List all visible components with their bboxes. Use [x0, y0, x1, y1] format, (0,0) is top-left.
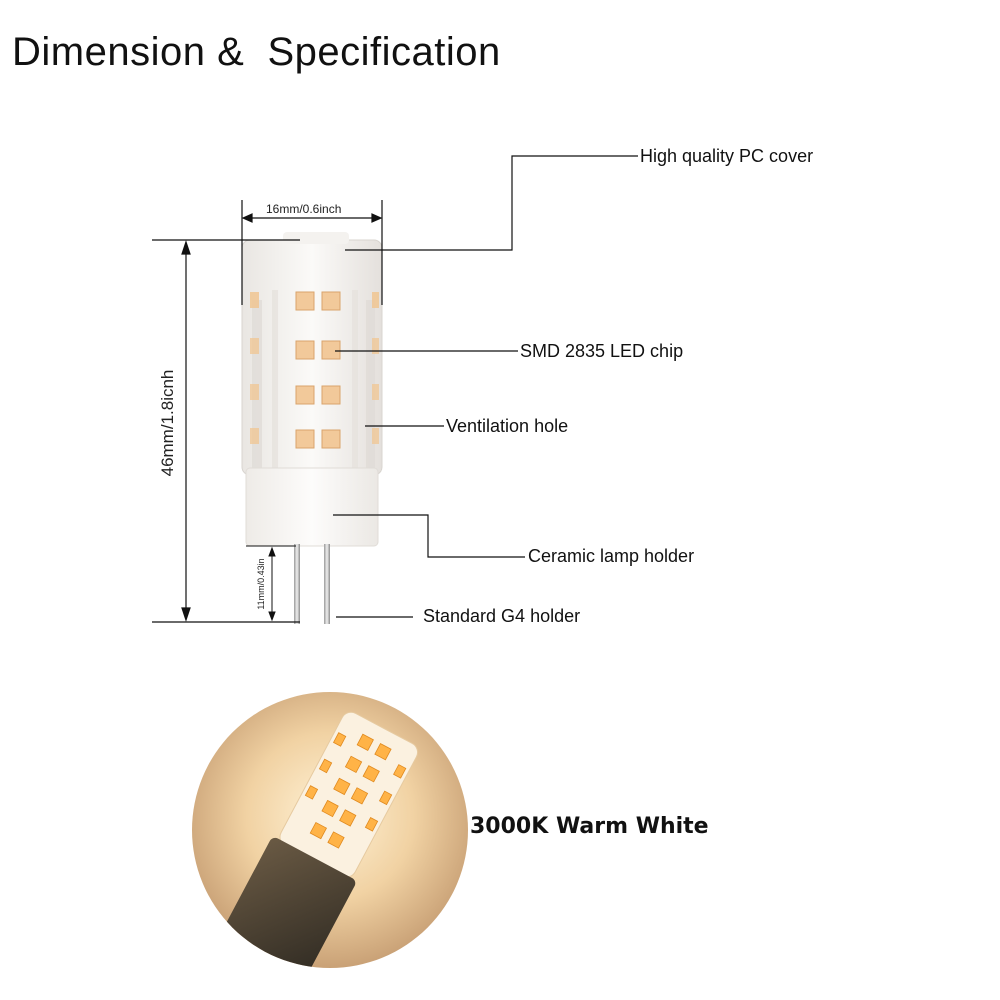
led-chip: [295, 340, 315, 360]
led-chips-front: [295, 291, 341, 449]
photo-led-chips: [304, 732, 407, 849]
g4-pin-left: [294, 544, 300, 624]
bulb-illustration: [241, 232, 383, 624]
g4-pin-right: [324, 544, 330, 624]
color-temperature-label: 3000K Warm White: [470, 814, 709, 839]
callout-leaders: [333, 155, 638, 618]
led-chip: [321, 429, 341, 449]
led-chip: [321, 385, 341, 405]
led-chip: [295, 385, 315, 405]
led-chips-side: [250, 292, 379, 444]
led-chip: [321, 340, 341, 360]
width-dimension-lines: [241, 200, 383, 305]
width-dimension-label: 16mm/0.6inch: [266, 202, 342, 216]
page-title: Dimension & Specification: [12, 30, 501, 74]
callout-led-chip: SMD 2835 LED chip: [520, 341, 684, 361]
led-chip: [321, 291, 341, 311]
height-dimension-label: 46mm/1.8icnh: [158, 369, 177, 477]
callout-g4-holder: Standard G4 holder: [423, 606, 581, 626]
led-chip: [295, 429, 315, 449]
pc-cover-inner: [283, 232, 349, 244]
height-dimension-lines: [152, 239, 300, 623]
callout-ventilation-hole: Ventilation hole: [446, 416, 569, 436]
pin-dimension-lines: [246, 545, 296, 622]
led-chip: [295, 291, 315, 311]
callout-pc-cover: High quality PC cover: [640, 146, 814, 166]
callout-ceramic-holder: Ceramic lamp holder: [528, 546, 695, 566]
ceramic-holder: [245, 467, 379, 547]
pin-dimension-label: 11mm/0.43in: [256, 558, 266, 610]
